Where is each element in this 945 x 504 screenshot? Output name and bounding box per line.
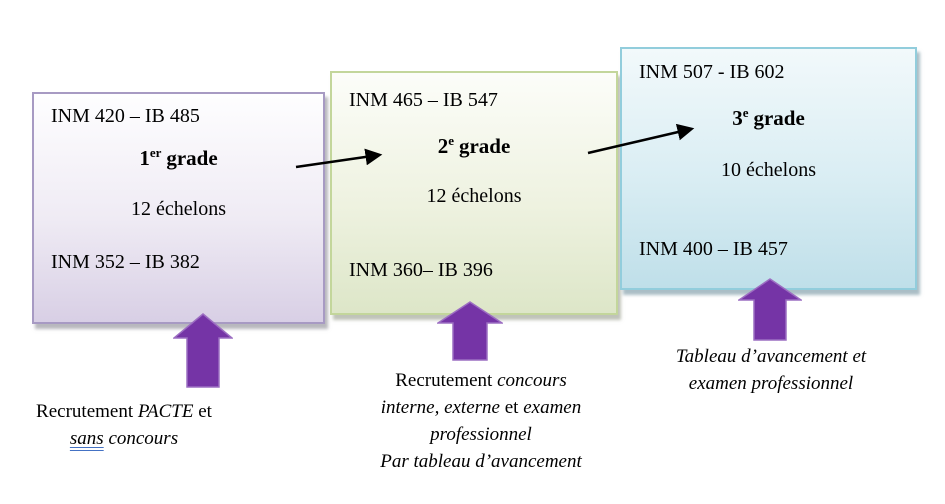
caption-line: examen professionnel xyxy=(688,373,854,394)
grade-2-echelons: 12 échelons xyxy=(426,185,522,207)
up-block-arrow-icon xyxy=(738,278,802,341)
grammar-checked-word: sans xyxy=(69,428,104,449)
up-block-arrow-icon xyxy=(173,313,233,388)
up-block-arrow-icon xyxy=(437,301,503,361)
grade-1-ordinal-suffix: er xyxy=(149,145,162,160)
caption-recruitment-grade-1: Recrutement PACTE et sans concours xyxy=(8,398,240,452)
grade-3-inm-bottom-range: INM 400 – IB 457 xyxy=(639,238,788,260)
grade-1-echelons: 12 échelons xyxy=(131,198,226,220)
caption-line: Recrutement concours xyxy=(395,370,567,391)
grade-1-inm-top-range: INM 420 – IB 485 xyxy=(51,105,200,127)
grade-1-number: 1 xyxy=(139,146,150,170)
caption-recruitment-grade-2: Recrutement concours interne, externe et… xyxy=(345,367,617,475)
caption-line: interne, externe et examen xyxy=(380,397,582,418)
grade-3-ordinal-suffix: e xyxy=(742,105,749,120)
caption-line: Par tableau d’avancement xyxy=(380,451,582,472)
grade-3-number: 3 xyxy=(732,106,743,130)
grade-3-echelons: 10 échelons xyxy=(721,159,816,181)
caption-line: sans concours xyxy=(69,428,179,449)
caption-line: Recrutement PACTE et xyxy=(36,401,212,422)
grade-3-inm-top-range: INM 507 - IB 602 xyxy=(639,61,785,83)
grade-2-word: grade xyxy=(458,134,511,158)
caption-line: Tableau d’avancement et xyxy=(675,346,867,367)
grade-2-inm-top-range: INM 465 – IB 547 xyxy=(349,89,498,111)
grade-2-ordinal-suffix: e xyxy=(448,133,454,148)
grade-2-inm-bottom-range: INM 360– IB 396 xyxy=(349,259,493,281)
grade-2-number: 2 xyxy=(437,134,449,158)
caption-line: professionnel xyxy=(430,424,532,445)
grade-1-inm-bottom-range: INM 352 – IB 382 xyxy=(51,251,200,273)
grade-1-word: grade xyxy=(166,146,218,170)
grade-3-word: grade xyxy=(753,106,805,130)
caption-advancement-grade-3: Tableau d’avancement et examen professio… xyxy=(640,343,902,397)
